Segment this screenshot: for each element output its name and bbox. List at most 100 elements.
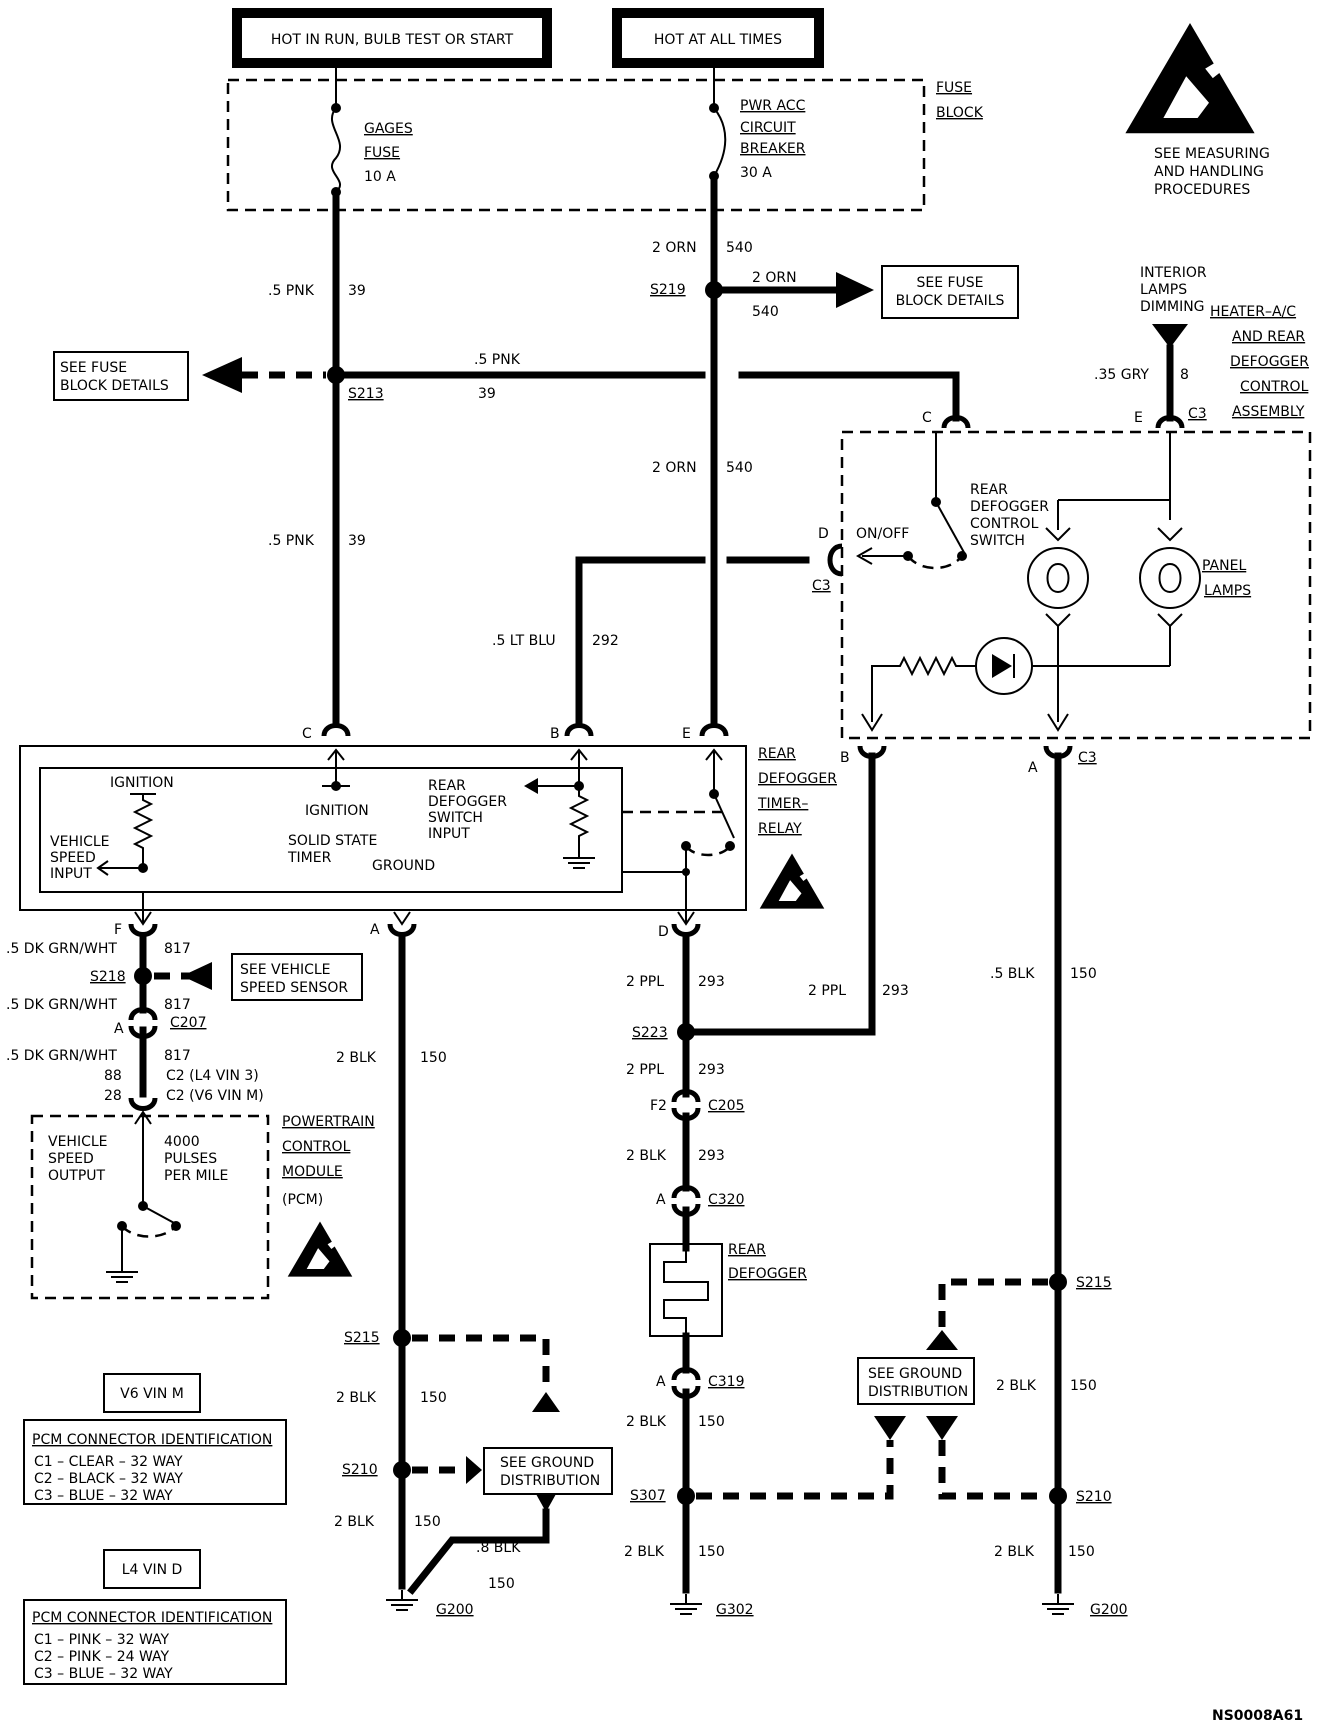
defogger-label-1: REAR (728, 1242, 766, 1258)
pcm-title-1: POWERTRAIN (282, 1114, 375, 1130)
relay-pin-d: D (658, 924, 669, 940)
rear-defogger-grid (649, 1243, 723, 1337)
relay-pin-c: C (302, 726, 312, 742)
pcm-title-3: MODULE (282, 1164, 343, 1180)
fuse-block: FUSE BLOCK GAGES FUSE 10 A PWR ACC CIRCU… (226, 68, 984, 212)
hot-at-all-times-label: HOT AT ALL TIMES (612, 8, 824, 68)
vss-text-2: SPEED SENSOR (240, 980, 348, 996)
hvac-title-3: DEFOGGER (1230, 354, 1309, 370)
vsi-label-2: SPEED (50, 850, 96, 866)
relay-pin-e: E (682, 726, 691, 742)
label-39-1: 39 (348, 283, 366, 299)
label-dkgrn-1: .5 DK GRN/WHT (6, 941, 117, 957)
pcm-title-2: CONTROL (282, 1139, 351, 1155)
label-293-4: 293 (698, 1148, 725, 1164)
label-293-2: 293 (882, 983, 909, 999)
see-ground-distribution-right: SEE GROUND DISTRIBUTION (857, 1357, 975, 1405)
pcm-c2-l4: C2 (L4 VIN 3) (166, 1068, 259, 1084)
splice-s210-right (1049, 1487, 1067, 1505)
label-pnk-1: .5 PNK (268, 283, 315, 299)
on-off-label: ON/OFF (856, 526, 909, 542)
relay-pin-f: F (114, 922, 122, 938)
relay-ground-label: GROUND (372, 858, 435, 874)
label-gry: .35 GRY (1094, 367, 1149, 383)
c207-label: C207 (170, 1015, 207, 1031)
label-pnk-3: .5 PNK (268, 533, 315, 549)
esd-warning-icon (1125, 22, 1255, 134)
rdsi-label-2: DEFOGGER (428, 794, 507, 810)
splice-s213-label: S213 (348, 386, 384, 402)
label-540-2: 540 (726, 460, 753, 476)
dimming-label-2: LAMPS (1140, 282, 1187, 298)
see-fuse-block-details-left: SEE FUSE BLOCK DETAILS (53, 351, 189, 401)
label-150-2: 150 (420, 1390, 447, 1406)
dimming-label-3: DIMMING (1140, 299, 1205, 315)
powertrain-control-module (30, 1114, 270, 1300)
rdsi-label-3: SWITCH (428, 810, 483, 826)
relay-ignition-1: IGNITION (110, 775, 174, 791)
indicator-resistor (871, 655, 976, 722)
pwr-rating: 30 A (740, 165, 772, 181)
vso-label-3: OUTPUT (48, 1168, 106, 1184)
splice-s223-label: S223 (632, 1025, 668, 1041)
pcm-pin-28: 28 (104, 1088, 122, 1104)
relay-title-2: DEFOGGER (758, 771, 837, 787)
ground-g200-right-label: G200 (1090, 1602, 1128, 1618)
label-293-1: 293 (698, 974, 725, 990)
gnd-left-text-2: DISTRIBUTION (500, 1473, 600, 1489)
relay-contact-switch (713, 793, 735, 839)
pulses-label-2: PULSES (164, 1151, 217, 1167)
rear-defogger-timer-relay (19, 745, 747, 911)
l4-heading: PCM CONNECTOR IDENTIFICATION (32, 1610, 272, 1626)
label-blk-8b: 2 BLK (996, 1378, 1037, 1394)
arrow-to-vss (182, 962, 212, 990)
label-817-1: 817 (164, 941, 191, 957)
ground-g302 (669, 1593, 703, 1615)
vsi-label-3: INPUT (50, 866, 92, 882)
label-blk-7: .5 BLK (990, 966, 1035, 982)
arrow-to-fuse-details (836, 272, 874, 308)
switch-label-4: SWITCH (970, 533, 1025, 549)
v6-vin-m-table: V6 VIN M PCM CONNECTOR IDENTIFICATION C1… (23, 1373, 287, 1505)
wire-ppl-293-to-hvac (682, 752, 876, 1036)
ground-g200-left-label: G200 (436, 1602, 474, 1618)
label-ppl-1: 2 PPL (626, 974, 664, 990)
rear-defogger-switch (935, 501, 967, 557)
vso-label-2: SPEED (48, 1151, 94, 1167)
label-540-1: 540 (726, 240, 753, 256)
figure-id: NS0008A61 (1212, 1708, 1303, 1724)
panel-lamp-right (1139, 547, 1201, 609)
splice-s307 (677, 1487, 695, 1505)
dimming-label-1: INTERIOR (1140, 265, 1207, 281)
pcm-output-switch (142, 1205, 177, 1225)
label-150-7: 150 (1070, 966, 1097, 982)
hvac-control-assembly: HEATER–A/C AND REAR DEFOGGER CONTROL ASS… (840, 304, 1312, 740)
pwr-label-1: PWR ACC (740, 98, 806, 114)
rdsi-label-4: INPUT (428, 826, 470, 842)
arrow-to-fuse-left (202, 357, 242, 393)
gages-fuse-symbol (330, 107, 342, 193)
label-150-5: 150 (698, 1414, 725, 1430)
c319-pin-a: A (656, 1374, 666, 1390)
label-blk-6: 2 BLK (624, 1544, 665, 1560)
label-540-3: 540 (752, 304, 779, 320)
fuse-left-text-2: BLOCK DETAILS (60, 378, 169, 394)
l4-row-3: C3 – BLUE – 32 WAY (34, 1666, 173, 1682)
label-150-1: 150 (420, 1050, 447, 1066)
hvac-pin-d: D (818, 526, 829, 542)
c207-pin-a: A (114, 1021, 124, 1037)
relay-esd-icon (759, 853, 825, 909)
splice-s218-label: S218 (90, 969, 126, 985)
label-blk-2: 2 BLK (336, 1390, 377, 1406)
label-ppl-2: 2 PPL (808, 983, 846, 999)
label-blk-9: 2 BLK (994, 1544, 1035, 1560)
vsi-label-1: VEHICLE (50, 834, 110, 850)
label-8: 8 (1180, 367, 1189, 383)
gages-label-1: GAGES (364, 121, 413, 137)
hvac-pin-c: C (922, 410, 932, 426)
see-fuse-block-details-right: SEE FUSE BLOCK DETAILS (881, 265, 1019, 319)
label-blk-1: 2 BLK (336, 1050, 377, 1066)
label-orn-2: 2 ORN (652, 460, 697, 476)
circuit-breaker-symbol (713, 107, 727, 177)
